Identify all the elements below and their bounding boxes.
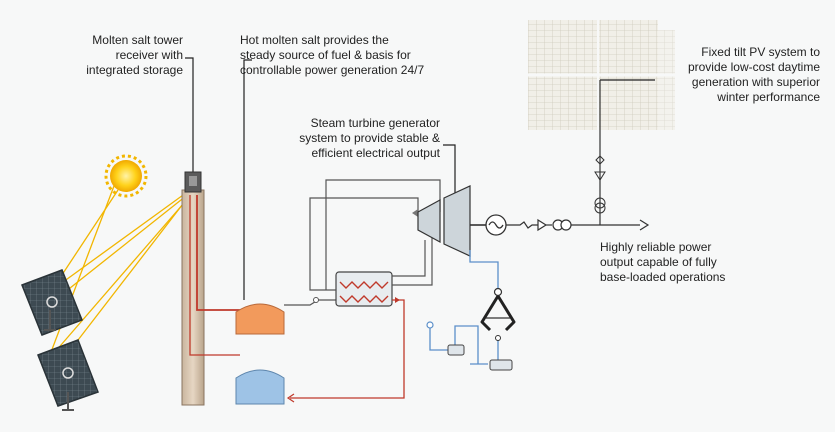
sun-rays xyxy=(47,185,191,367)
sun-icon xyxy=(104,154,148,198)
heliostat-2 xyxy=(37,339,99,411)
label-output: Highly reliable power output capable of … xyxy=(600,240,726,284)
label-turbine: Steam turbine generator system to provid… xyxy=(299,116,440,160)
generator-icon xyxy=(485,214,507,236)
label-pv: Fixed tilt PV system to provide low-cost… xyxy=(687,45,820,104)
cold-salt-tank xyxy=(235,369,285,405)
leader-hot-salt xyxy=(243,59,252,300)
label-hot-salt: Hot molten salt provides the steady sour… xyxy=(240,33,425,77)
leader-turbine xyxy=(443,144,456,205)
condensate-pump-icon xyxy=(489,359,513,371)
valve-icon xyxy=(412,209,418,217)
steam-turbine xyxy=(417,185,486,257)
cooling-water-loop xyxy=(429,250,510,365)
cold-salt-return-pipe xyxy=(189,195,240,356)
heliostat-1 xyxy=(21,269,83,336)
hot-tank-outlet-pipe xyxy=(284,299,336,306)
pv-inverter-icon xyxy=(594,197,606,209)
condenser-icon xyxy=(480,287,516,341)
hot-salt-tank xyxy=(235,303,285,335)
pv-switch-icon xyxy=(595,155,605,165)
cold-salt-line xyxy=(290,299,405,399)
hot-salt-pipe xyxy=(196,195,240,311)
heat-exchanger xyxy=(335,271,393,307)
label-tower: Molten salt tower receiver with integrat… xyxy=(86,33,183,77)
receiver-tower xyxy=(181,171,240,406)
pv-array xyxy=(528,20,675,130)
feedwater-pump-icon xyxy=(447,344,465,356)
output-line xyxy=(506,218,650,232)
leader-tower xyxy=(185,57,194,172)
junction-node xyxy=(426,321,434,329)
steam-loop xyxy=(309,179,441,291)
pv-diode-icon xyxy=(594,171,606,181)
